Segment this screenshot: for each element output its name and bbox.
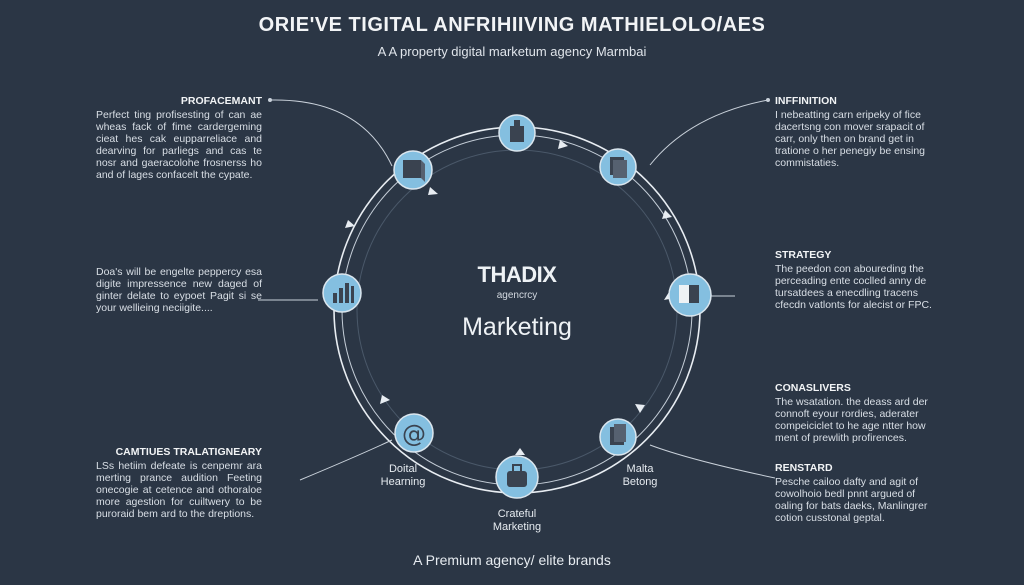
diagram-node-5 [495,455,539,499]
right-block-3-text: The wsatation. the deass ard der connoft… [775,396,928,444]
right-block-2-text: The peedon con aboureding the perceading… [775,263,932,311]
center-brand: THADIX [477,262,557,287]
left-block-3-heading: CAMTIUES TRALATIGNEARY [115,446,262,458]
diagram-node-6: @ [394,413,434,453]
page-subtitle: A A property digital marketum agency Mar… [377,44,647,59]
left-block-1: PROFACEMANT Perfect ting profisesting of… [96,95,262,181]
diagram-node-1 [498,114,536,152]
node-label-malta: Malta Betong [622,463,658,488]
diagram-node-7 [322,273,362,313]
outer-ring [333,126,701,494]
right-block-4-heading: RENSTARD [775,462,833,474]
right-block-1: INFFINITION I nebeatting carn eripeky of… [775,95,935,169]
left-block-1-heading: PROFACEMANT [180,95,262,107]
right-block-1-text: I nebeatting carn eripeky of fice dacert… [775,109,926,169]
left-block-2: Doa's will be engelte peppercy esa digit… [96,266,262,314]
center-brand-sub: agencrcy [496,290,538,301]
left-block-1-text: Perfect ting profisesting of can ae whea… [96,109,262,181]
left-block-3: CAMTIUES TRALATIGNEARY LSs hetiim defeat… [96,446,262,520]
page-title: ORIE'VE TIGITAL ANFRIHIIVING MATHIELOLO/… [258,14,766,36]
left-block-3-text: LSs hetiim defeate is cenpemr ara mertin… [96,460,262,520]
document-icon [610,157,627,178]
diagram-node-8 [393,150,433,190]
right-block-4: RENSTARD Pesche cailoo dafty and agit of… [775,462,935,524]
bag-icon [507,464,527,487]
right-block-3-heading: CONASLIVERS [775,382,851,394]
bar-chart-icon [333,283,354,303]
tower-icon [510,120,524,142]
right-block-2-heading: STRATEGY [775,249,832,261]
right-block-1-heading: INFFINITION [775,95,837,107]
left-block-2-text: Doa's will be engelte peppercy esa digit… [96,266,262,314]
right-block-2: STRATEGY The peedon con aboureding the p… [775,249,935,311]
connector-dots [268,98,770,102]
book-icon [679,285,699,303]
node-label-crateful: Crateful Marketing [492,508,542,533]
diagram-node-4 [599,418,637,456]
cube-icon [403,160,425,182]
right-block-3: CONASLIVERS The wsatation. the deass ard… [775,382,935,444]
stack-icon [610,424,626,445]
diagram-node-3 [668,273,712,317]
at-sign-icon: @ [402,420,426,448]
connector-lines [258,99,776,481]
center-title: Marketing [462,313,572,341]
node-label-digital: Doital Hearning [380,463,426,488]
right-block-4-text: Pesche cailoo dafty and agit of cowolhoi… [775,476,928,524]
page-footer: A Premium agency/ elite brands [413,552,611,568]
diagram-node-2 [599,148,637,186]
